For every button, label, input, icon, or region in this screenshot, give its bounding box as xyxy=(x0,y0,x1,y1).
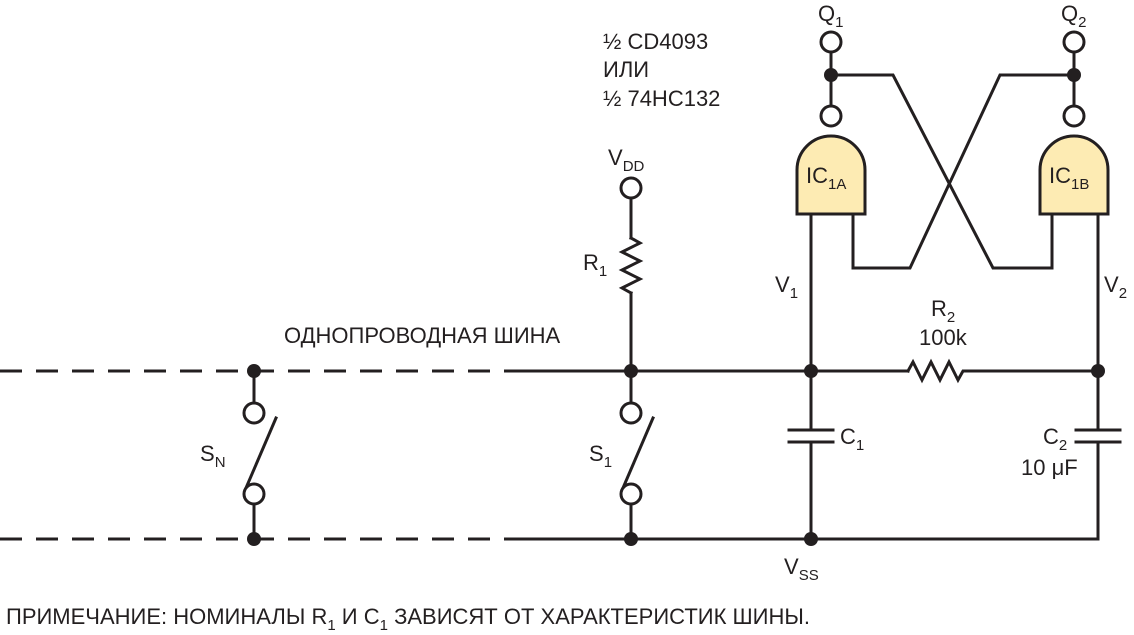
label-c2-value: 10 μF xyxy=(1021,455,1078,480)
label-ic1a: IC1A xyxy=(806,163,846,193)
label-r1: R1 xyxy=(583,250,607,280)
switch-s1 xyxy=(619,364,655,546)
label-vdd: VDD xyxy=(608,145,645,175)
gate-ic1b xyxy=(1038,30,1110,373)
ic-note-line-1: ½ CD4093 xyxy=(603,29,708,54)
label-v2: V2 xyxy=(1104,272,1127,302)
label-sn: SN xyxy=(200,441,226,471)
gate-ic1a xyxy=(795,30,867,373)
label-c1: C1 xyxy=(840,424,864,454)
label-c2: C2 xyxy=(1043,424,1067,454)
label-s1: S1 xyxy=(589,441,612,471)
ic-note-line-2: ИЛИ xyxy=(603,57,649,82)
label-r2: R2 xyxy=(931,296,955,326)
label-q2: Q2 xyxy=(1061,1,1086,31)
footnote: ПРИМЕЧАНИЕ: НОМИНАЛЫ R1 И C1 ЗАВИСЯТ ОТ … xyxy=(6,604,810,634)
label-vss: VSS xyxy=(784,554,819,584)
capacitor-c2 xyxy=(1074,369,1122,541)
ic-note-line-3: ½ 74HC132 xyxy=(603,86,720,111)
switch-sn xyxy=(242,364,278,546)
capacitor-c1 xyxy=(787,369,835,546)
label-v1: V1 xyxy=(775,272,798,302)
label-r2-value: 100k xyxy=(919,325,968,350)
cross-coupling xyxy=(829,73,1076,270)
label-q1: Q1 xyxy=(818,1,843,31)
label-ic1b: IC1B xyxy=(1049,163,1089,193)
label-bus: ОДНОПРОВОДНАЯ ШИНА xyxy=(284,323,561,348)
pullup-resistor-r1 xyxy=(618,176,644,373)
